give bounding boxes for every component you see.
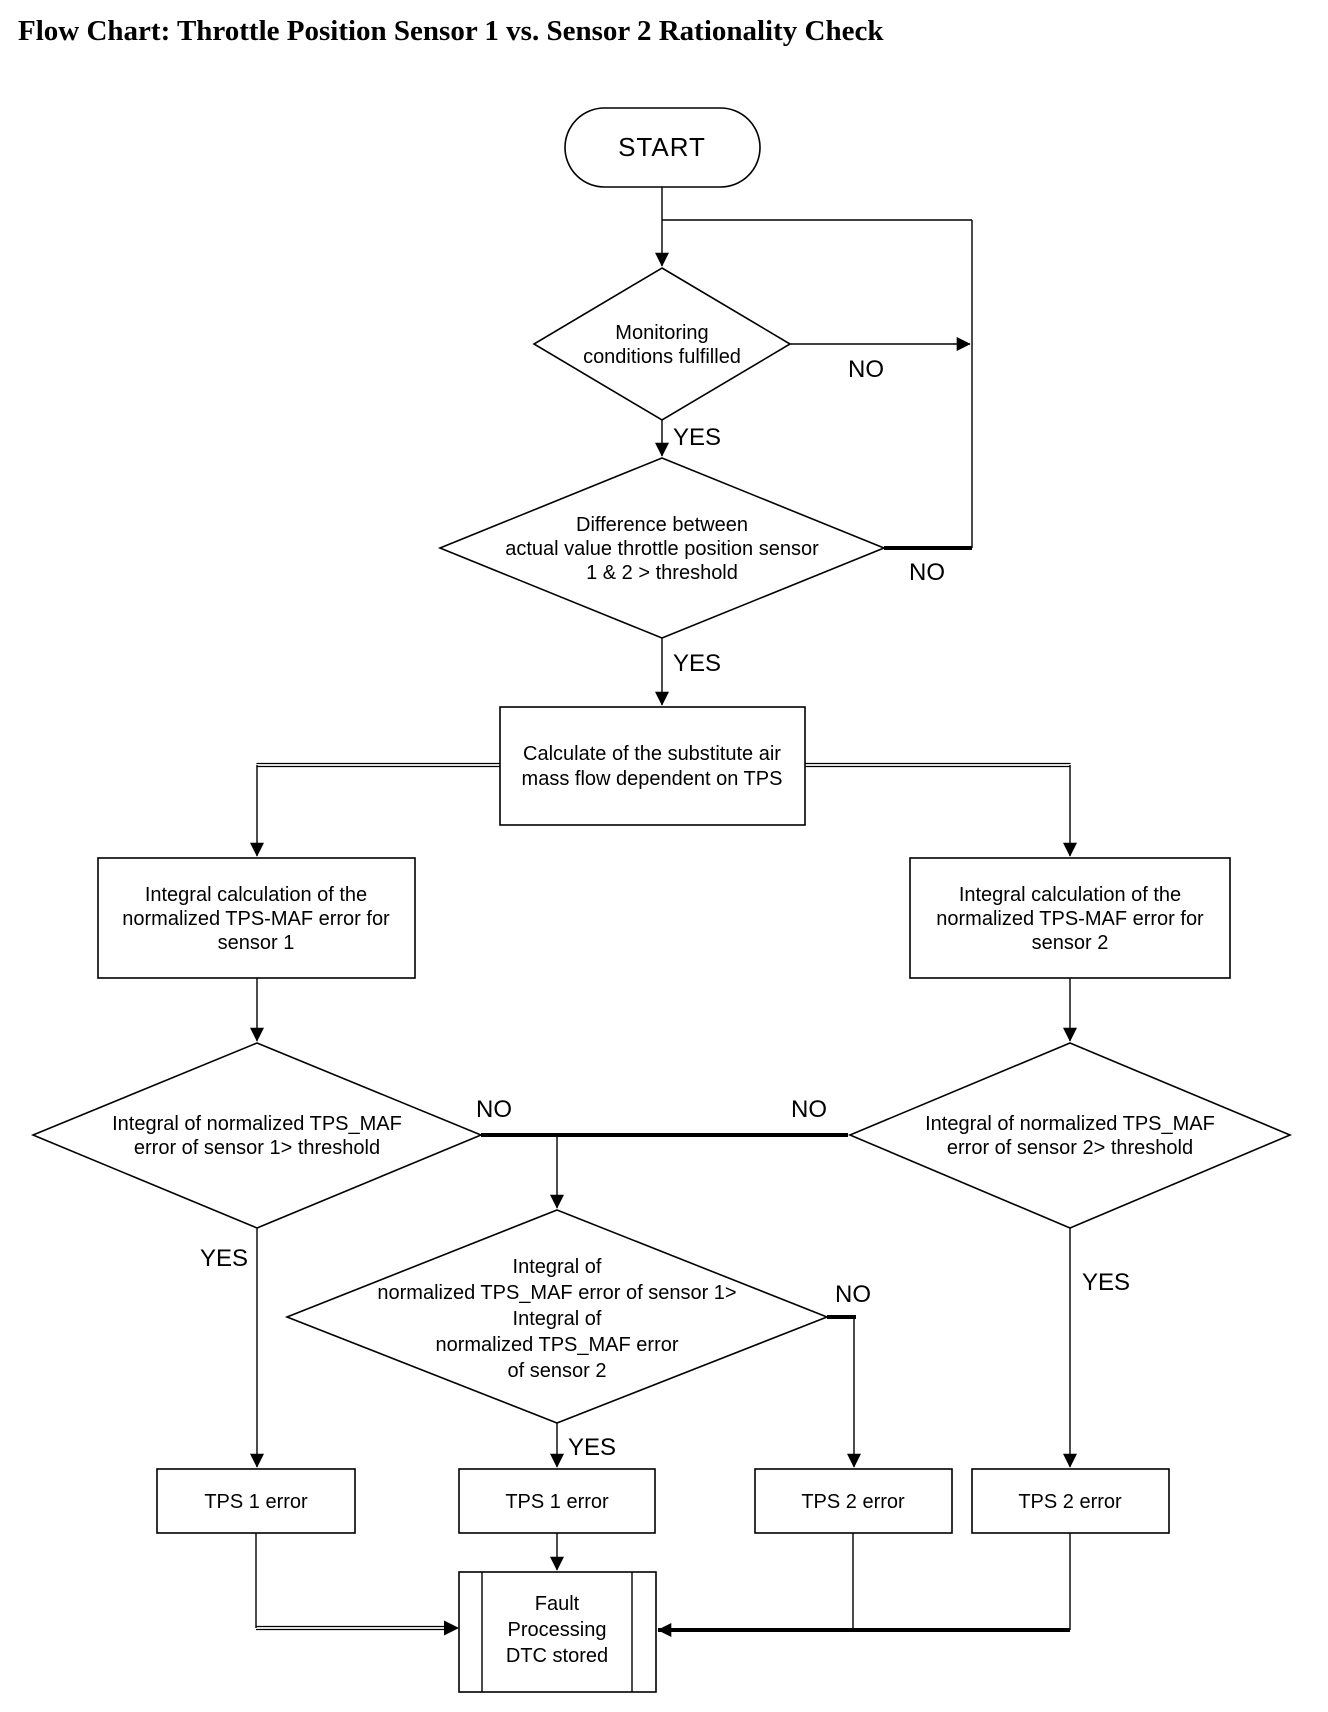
process-integral2-shape xyxy=(909,857,1231,979)
process-integral-sensor2: Integral calculation of the normalized T… xyxy=(909,857,1231,979)
decision-threshold-sensor1: Integral of normalized TPS_MAF error of … xyxy=(30,1042,484,1229)
decision-monitoring-line1: Monitoring xyxy=(615,322,708,344)
label-monitoring-no: NO xyxy=(848,356,884,383)
decision-difference-line3: 1 & 2 > threshold xyxy=(586,562,738,584)
box-tps1a-label: TPS 1 error xyxy=(204,1491,308,1513)
decision-monitoring-shape xyxy=(532,267,792,421)
start-node: START xyxy=(564,107,761,188)
process-fault-line2: Processing xyxy=(508,1619,607,1641)
decision-monitoring-line2: conditions fulfilled xyxy=(583,346,741,368)
box-tps2b-shape xyxy=(971,1468,1170,1534)
decision-compare-line2: normalized TPS_MAF error of sensor 1> xyxy=(377,1282,736,1304)
decision-monitoring-conditions: Monitoring conditions fulfilled xyxy=(532,267,792,421)
process-fault-shape xyxy=(458,1571,657,1693)
process-fault-dtc: Fault Processing DTC stored xyxy=(458,1571,657,1693)
decision-threshold2-line1: Integral of normalized TPS_MAF xyxy=(925,1113,1215,1135)
decision-threshold2-line2: error of sensor 2> threshold xyxy=(947,1137,1193,1159)
process-integral1-line1: Integral calculation of the xyxy=(145,884,367,906)
label-threshold1-yes: YES xyxy=(200,1245,248,1272)
process-integral1-shape xyxy=(97,857,416,979)
box-tps1b-label: TPS 1 error xyxy=(505,1491,609,1513)
process-calculate-line1: Calculate of the substitute air xyxy=(523,743,781,765)
process-calculate-shape xyxy=(499,706,806,826)
branch-labels: NO YES NO YES NO NO YES YES NO YES xyxy=(200,356,1130,1461)
decision-compare-line1: Integral of xyxy=(513,1256,602,1278)
process-calculate-airmass: Calculate of the substitute air mass flo… xyxy=(499,706,806,826)
process-integral1-line2: normalized TPS-MAF error for xyxy=(122,908,390,930)
decision-threshold1-line1: Integral of normalized TPS_MAF xyxy=(112,1113,402,1135)
process-integral-sensor1: Integral calculation of the normalized T… xyxy=(97,857,416,979)
decision-threshold2-shape xyxy=(847,1042,1293,1229)
decision-compare-line3: Integral of xyxy=(513,1308,602,1330)
box-tps1b-shape xyxy=(458,1468,656,1534)
box-tps2b-label: TPS 2 error xyxy=(1018,1491,1122,1513)
label-threshold1-no: NO xyxy=(476,1096,512,1123)
page-title: Flow Chart: Throttle Position Sensor 1 v… xyxy=(18,15,884,47)
label-threshold2-yes: YES xyxy=(1082,1269,1130,1296)
label-compare-yes: YES xyxy=(568,1434,616,1461)
box-tps2a-shape xyxy=(754,1468,953,1534)
decision-compare-line4: normalized TPS_MAF error xyxy=(435,1334,678,1356)
decision-threshold1-line2: error of sensor 1> threshold xyxy=(134,1137,380,1159)
label-difference-no: NO xyxy=(909,559,945,586)
process-integral1-line3: sensor 1 xyxy=(218,932,295,954)
decision-difference-threshold: Difference between actual value throttle… xyxy=(437,457,887,639)
label-threshold2-no: NO xyxy=(791,1096,827,1123)
process-integral2-line3: sensor 2 xyxy=(1032,932,1109,954)
decision-compare-line5: of sensor 2 xyxy=(508,1360,607,1382)
process-fault-line1: Fault xyxy=(535,1593,580,1615)
box-tps2a-label: TPS 2 error xyxy=(801,1491,905,1513)
box-tps1-error-left: TPS 1 error xyxy=(156,1468,356,1534)
decision-threshold1-shape xyxy=(30,1042,484,1229)
process-integral2-line2: normalized TPS-MAF error for xyxy=(936,908,1204,930)
box-tps2-error-right: TPS 2 error xyxy=(971,1468,1170,1534)
decision-difference-line2: actual value throttle position sensor xyxy=(505,538,819,560)
edges xyxy=(250,187,1077,1637)
label-compare-no: NO xyxy=(835,1281,871,1308)
start-label: START xyxy=(618,132,706,162)
decision-compare-shape xyxy=(284,1209,830,1424)
start-shape xyxy=(564,107,761,188)
process-integral2-line1: Integral calculation of the xyxy=(959,884,1181,906)
edge-tps1a-arrowhead xyxy=(444,1620,459,1636)
decision-threshold-sensor2: Integral of normalized TPS_MAF error of … xyxy=(847,1042,1293,1229)
box-tps2-error-middle: TPS 2 error xyxy=(754,1468,953,1534)
decision-difference-line1: Difference between xyxy=(576,514,748,536)
box-tps1-error-middle: TPS 1 error xyxy=(458,1468,656,1534)
decision-difference-shape xyxy=(437,457,887,639)
label-monitoring-yes: YES xyxy=(673,424,721,451)
decision-compare-integrals: Integral of normalized TPS_MAF error of … xyxy=(284,1209,830,1424)
label-difference-yes: YES xyxy=(673,650,721,677)
process-calculate-line2: mass flow dependent on TPS xyxy=(522,768,783,790)
process-fault-line3: DTC stored xyxy=(506,1645,608,1667)
box-tps1a-shape xyxy=(156,1468,356,1534)
